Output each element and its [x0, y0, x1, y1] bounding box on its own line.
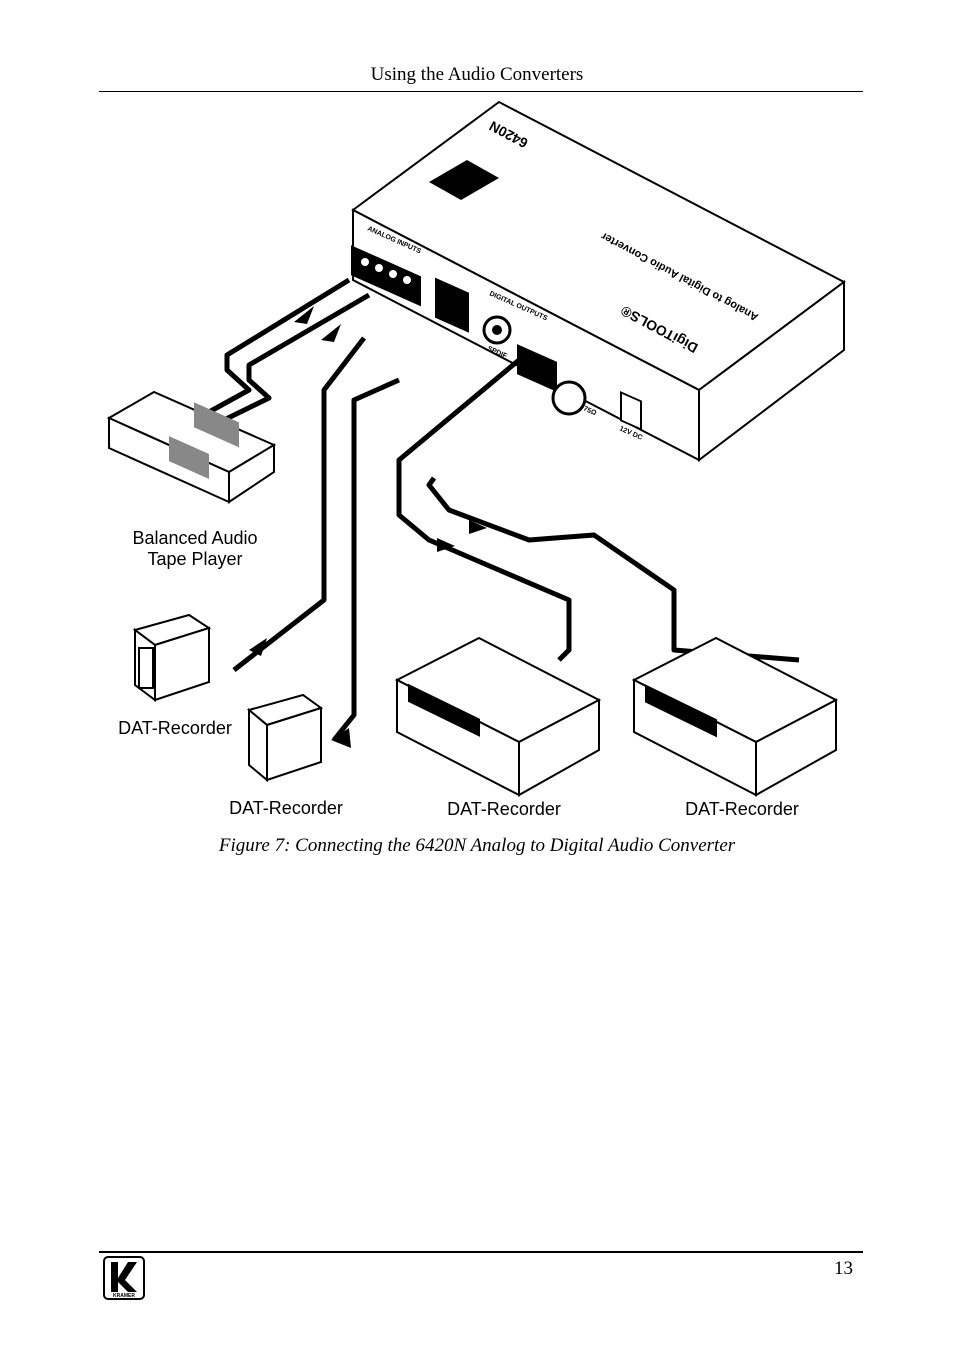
dat-recorder-1-label: DAT-Recorder	[118, 718, 232, 738]
converter-unit: 6420N Analog to Digital Audio Converter …	[351, 100, 846, 463]
dat-recorder-4	[631, 636, 839, 797]
svg-text:KRAMER: KRAMER	[113, 1293, 135, 1299]
tape-player-label-line2: Tape Player	[147, 549, 242, 569]
connection-diagram: 6420N Analog to Digital Audio Converter …	[99, 100, 863, 830]
kramer-logo: KRAMER	[103, 1256, 145, 1300]
footer-rule	[99, 1251, 863, 1253]
dat-recorder-3-label: DAT-Recorder	[447, 799, 561, 819]
page-number: 13	[834, 1258, 853, 1279]
header-rule	[99, 91, 863, 92]
figure-caption: Figure 7: Connecting the 6420N Analog to…	[218, 835, 736, 856]
dat-recorder-3	[394, 636, 602, 797]
signal-arrows	[249, 306, 487, 748]
dat-recorder-2-label: DAT-Recorder	[229, 798, 343, 818]
dat-recorder-1	[132, 613, 212, 702]
ohm-label: 75Ω	[582, 405, 597, 417]
dat-recorder-2	[246, 693, 324, 783]
cables	[207, 277, 800, 742]
running-header: Using the Audio Converters	[370, 64, 584, 85]
tape-player-label-line1: Balanced Audio	[132, 528, 257, 548]
dat-recorder-4-label: DAT-Recorder	[685, 799, 799, 819]
tape-player	[106, 390, 277, 504]
